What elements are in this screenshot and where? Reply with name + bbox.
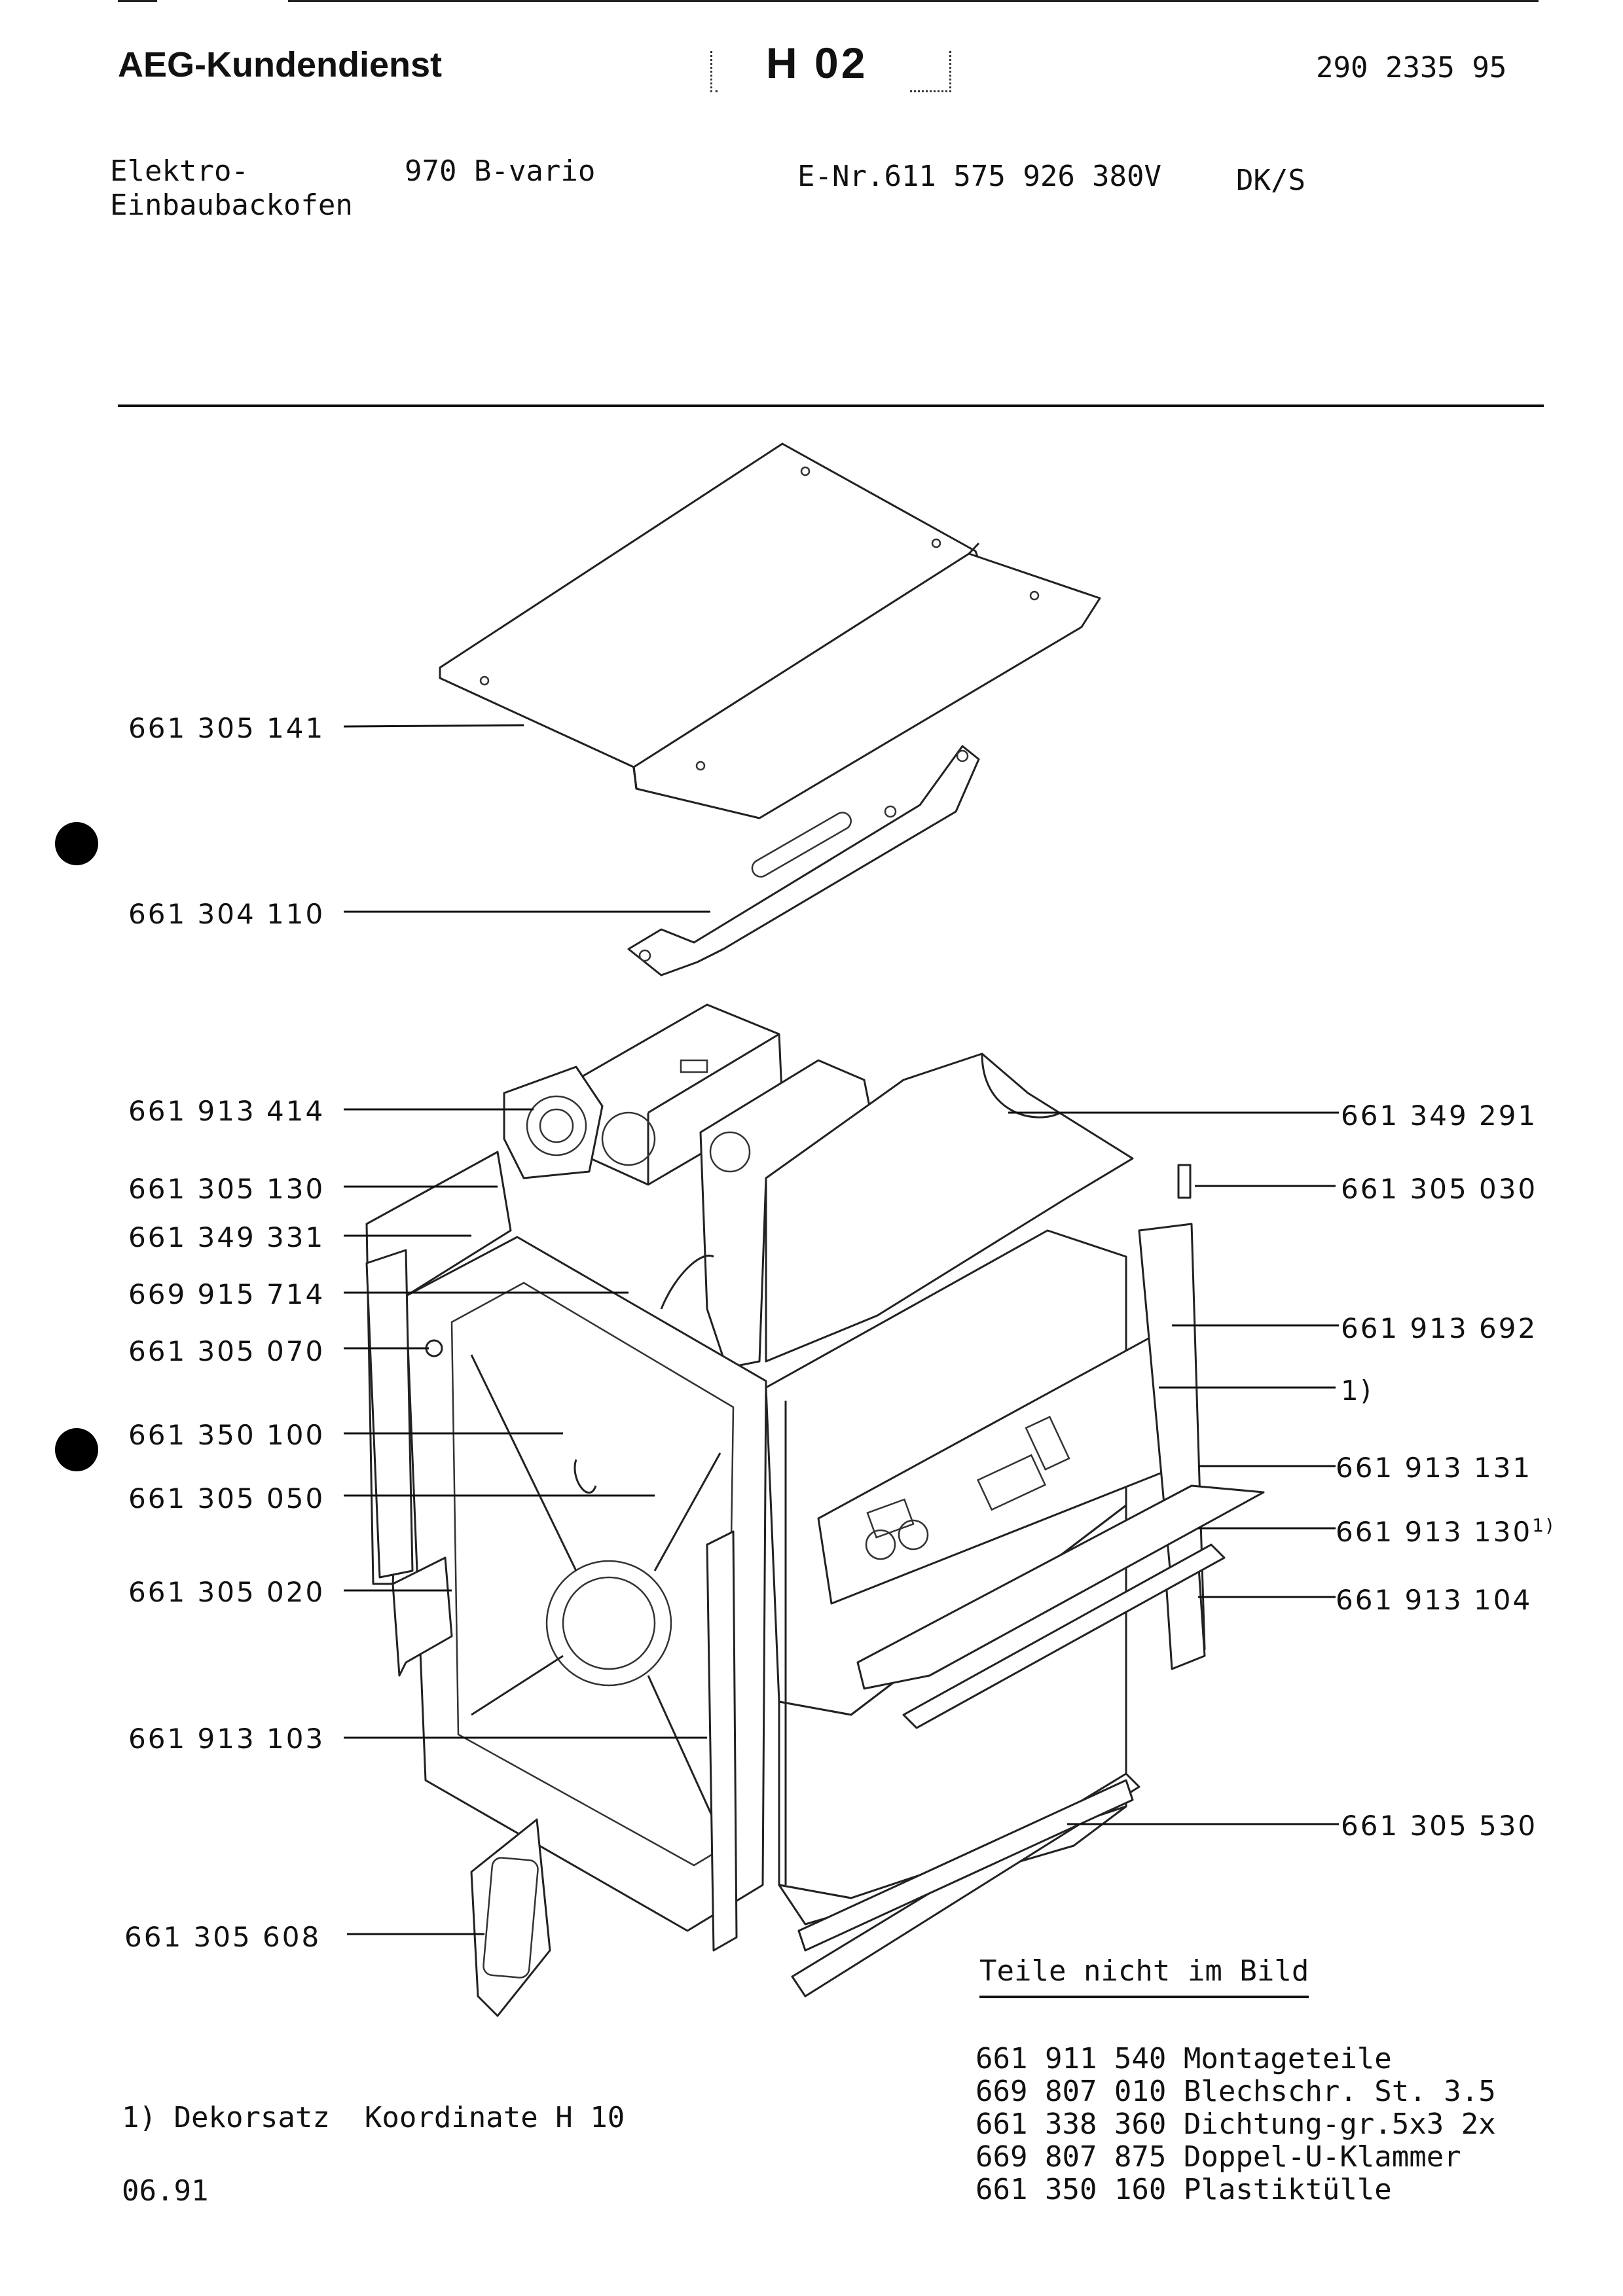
product-type-line1: Elektro- bbox=[110, 154, 249, 188]
not-pictured-code: 661 338 360 bbox=[976, 2108, 1167, 2141]
not-pictured-row: 669 807 010 Blechschr. St. 3.5 bbox=[976, 2075, 1496, 2108]
not-pictured-code: 661 350 160 bbox=[976, 2173, 1167, 2206]
part-code: 661 913 130 bbox=[1336, 1516, 1533, 1548]
not-pictured-row: 661 911 540 Montageteile bbox=[976, 2042, 1392, 2075]
part-label: 661 305 030 bbox=[1341, 1173, 1538, 1205]
part-label: 669 915 714 bbox=[128, 1278, 325, 1310]
not-pictured-desc: Plastiktülle bbox=[1183, 2173, 1392, 2206]
front-strip bbox=[856, 1484, 1265, 1729]
not-pictured-desc: Montageteile bbox=[1183, 2042, 1392, 2075]
cable-part bbox=[660, 1255, 714, 1310]
part-label: 661 913 414 bbox=[128, 1095, 325, 1127]
product-model: 970 B-vario bbox=[405, 154, 596, 188]
part-label: 661 305 141 bbox=[128, 712, 325, 744]
footnote: 1) Dekorsatz Koordinate H 10 bbox=[122, 2101, 625, 2134]
filled-circle-marker-icon bbox=[55, 1428, 98, 1471]
mounting-rail bbox=[627, 745, 980, 977]
part-label: 661 305 020 bbox=[128, 1576, 325, 1608]
product-type-line2: Einbaubackofen bbox=[110, 188, 353, 222]
top-cover-panel bbox=[439, 442, 1101, 819]
rear-housing bbox=[699, 1052, 1134, 1369]
not-pictured-code: 669 807 875 bbox=[976, 2140, 1167, 2174]
not-pictured-desc: Blechschr. St. 3.5 bbox=[1183, 2075, 1496, 2108]
part-label: 661 349 331 bbox=[128, 1221, 325, 1253]
fan-motor-assembly bbox=[503, 1003, 784, 1186]
header-divider bbox=[118, 404, 1544, 407]
door-grill bbox=[470, 1818, 551, 2017]
leader-lines-right bbox=[1008, 1111, 1339, 1825]
not-pictured-code: 661 911 540 bbox=[976, 2042, 1167, 2075]
product-voltage: 380V bbox=[1092, 160, 1161, 193]
not-pictured-code: 669 807 010 bbox=[976, 2075, 1167, 2108]
part-label: 661 304 110 bbox=[128, 898, 325, 930]
leader-lines-left bbox=[343, 724, 710, 1935]
revision-date: 06.91 bbox=[122, 2174, 209, 2208]
clip-small bbox=[574, 1459, 597, 1494]
clip-part bbox=[1177, 1164, 1192, 1199]
not-pictured-desc: Dichtung-gr.5x3 2x bbox=[1183, 2108, 1496, 2141]
part-label: 661 305 070 bbox=[128, 1335, 325, 1367]
sheet-id: H 02 bbox=[766, 39, 868, 87]
part-label: 661 305 530 bbox=[1341, 1810, 1538, 1842]
not-pictured-row: 661 338 360 Dichtung-gr.5x3 2x bbox=[976, 2108, 1496, 2141]
not-pictured-desc: Doppel-U-Klammer bbox=[1183, 2140, 1461, 2174]
not-pictured-row: 661 350 160 Plastiktülle bbox=[976, 2173, 1392, 2206]
product-variant: DK/S bbox=[1236, 164, 1305, 197]
part-label: 1) bbox=[1341, 1374, 1374, 1407]
part-label: 661 305 608 bbox=[124, 1921, 321, 1953]
not-pictured-title: Teile nicht im Bild bbox=[979, 1954, 1309, 1998]
part-label: 661 349 291 bbox=[1341, 1100, 1538, 1132]
top-rule-short bbox=[118, 0, 157, 2]
part-label: 661 305 130 bbox=[128, 1173, 325, 1205]
brand-title: AEG-Kundendienst bbox=[118, 45, 442, 84]
part-label: 661 913 692 bbox=[1341, 1312, 1538, 1344]
filled-circle-marker-icon bbox=[55, 822, 98, 865]
document-number: 290 2335 95 bbox=[1316, 51, 1507, 84]
part-label: 661 305 050 bbox=[128, 1482, 325, 1515]
top-rule-long bbox=[288, 0, 1539, 2]
part-label: 661 913 131 bbox=[1336, 1452, 1533, 1484]
front-frame bbox=[365, 1151, 767, 1952]
part-label: 661 350 100 bbox=[128, 1419, 325, 1451]
part-label: 661 913 1301) bbox=[1336, 1515, 1555, 1548]
part-label: 661 913 103 bbox=[128, 1723, 325, 1755]
part-label: 661 913 104 bbox=[1336, 1584, 1533, 1616]
product-enr: E-Nr.611 575 926 bbox=[797, 160, 1075, 193]
part-footnote-ref: 1) bbox=[1532, 1515, 1555, 1536]
sheet-bracket-left bbox=[710, 51, 718, 92]
bottom-rail bbox=[791, 1772, 1140, 1998]
not-pictured-row: 669 807 875 Doppel-U-Klammer bbox=[976, 2140, 1461, 2174]
sheet-bracket-right bbox=[910, 51, 951, 92]
